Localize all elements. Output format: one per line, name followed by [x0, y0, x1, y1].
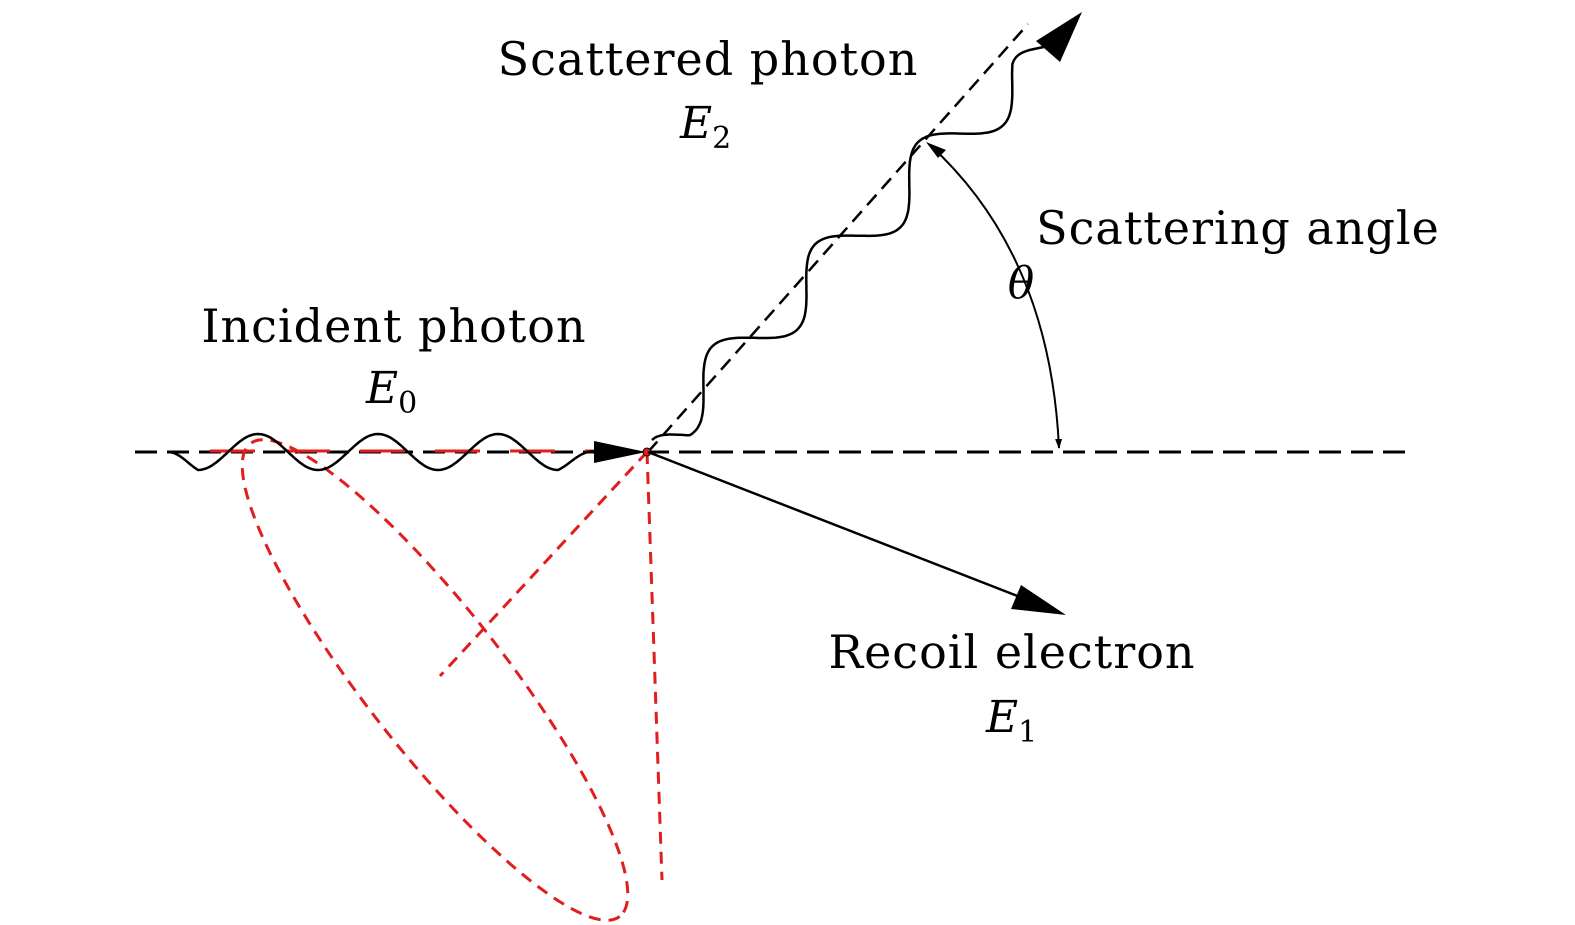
cone-base-ellipse — [240, 438, 630, 922]
incident-photon-wave — [167, 432, 599, 472]
incident-photon-label: Incident photon — [201, 299, 586, 353]
scattered-direction-line — [647, 23, 1029, 453]
incident-energy-label: E0 — [365, 363, 417, 421]
incident-arrowhead — [594, 441, 646, 463]
recoil-energy-label: E1 — [985, 692, 1037, 750]
scattered-energy-label: E2 — [679, 98, 731, 156]
scattered-photon-label: Scattered photon — [498, 32, 919, 86]
scattering-angle-label: Scattering angle — [1036, 201, 1440, 255]
scattered-photon-wave — [651, 43, 1051, 441]
scattering-angle-arc-start-arrow — [926, 142, 946, 158]
scattering-angle-arc — [929, 144, 1063, 449]
scattered-arrowhead — [1036, 12, 1082, 62]
recoil-electron-arrowhead — [1011, 585, 1066, 615]
theta-label: θ — [1008, 258, 1035, 309]
recoil-electron-line — [647, 450, 1021, 599]
compton-cone — [210, 438, 664, 922]
recoil-electron-label: Recoil electron — [828, 625, 1195, 679]
cone-generatrix — [645, 451, 664, 881]
cone-axis — [438, 450, 649, 678]
